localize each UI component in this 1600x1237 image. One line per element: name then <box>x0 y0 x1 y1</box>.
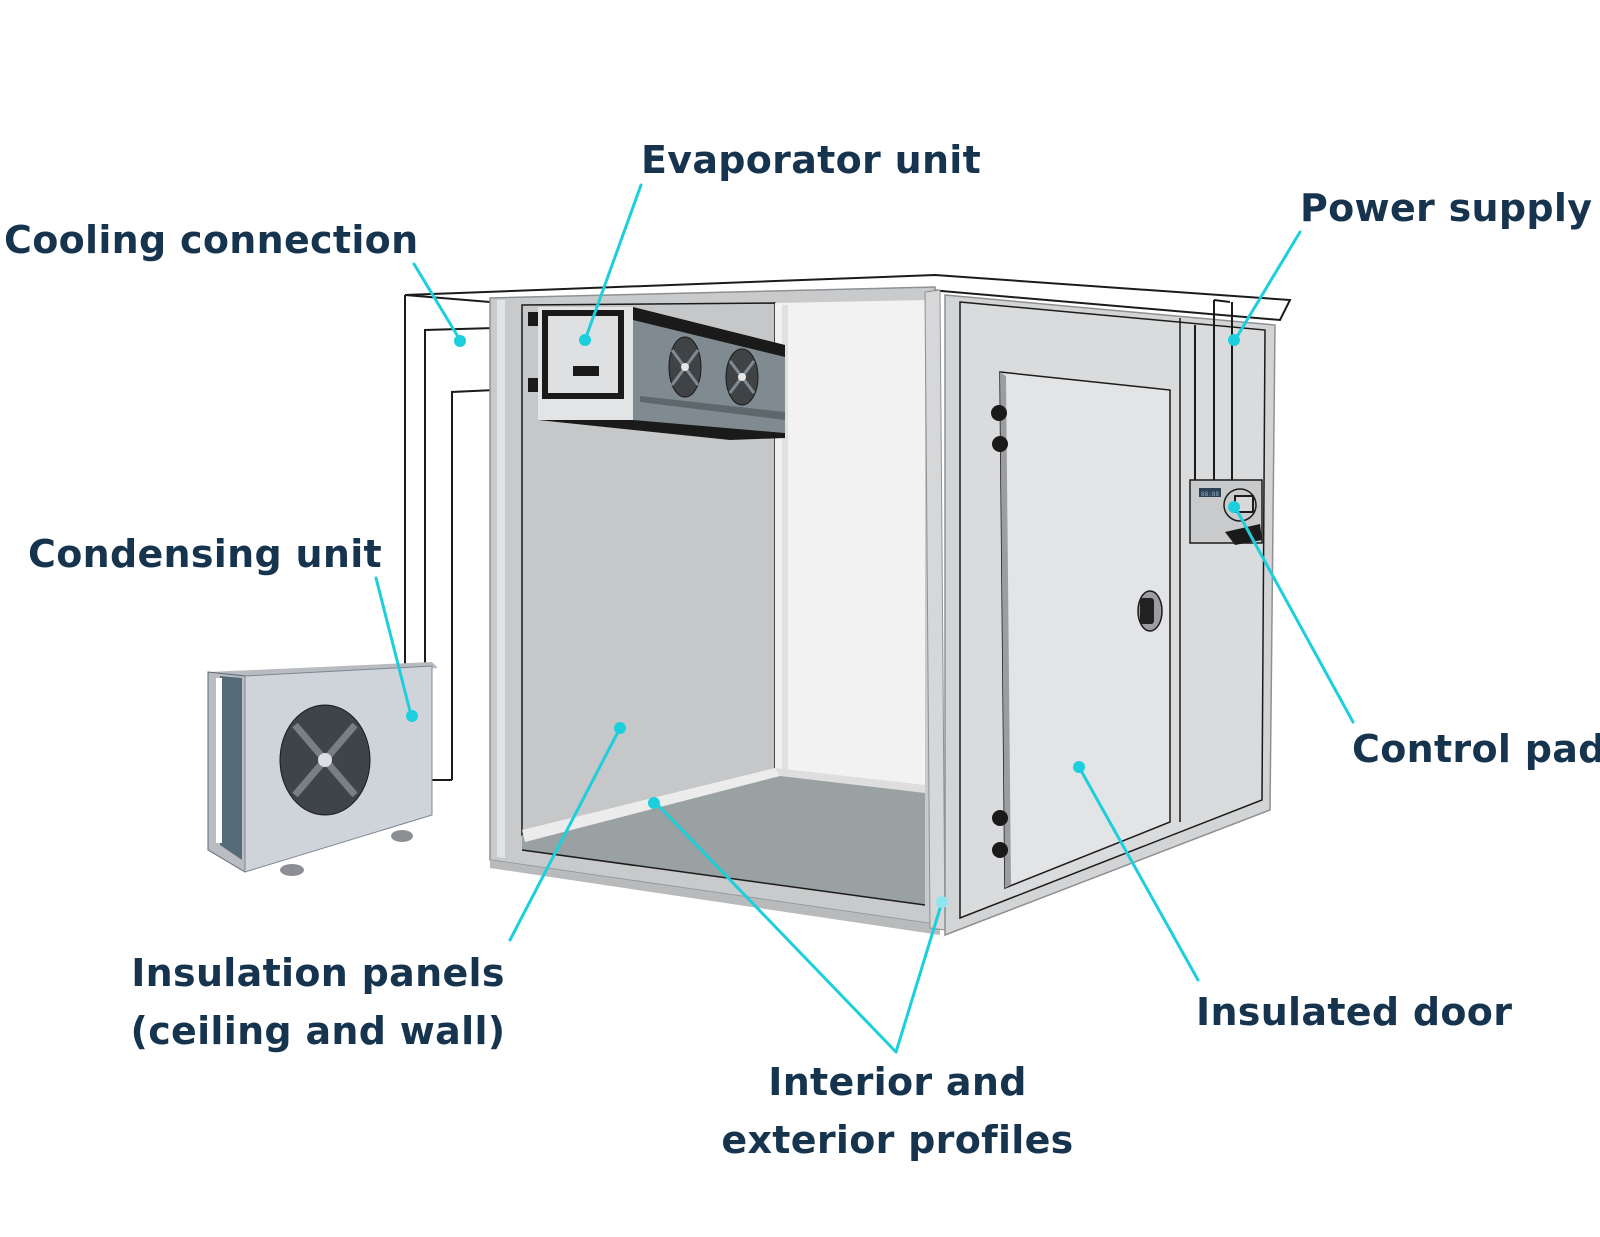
evaporator-fan-icon <box>668 336 702 398</box>
label-interior-exterior-profiles: Interior and exterior profiles <box>700 1053 1095 1169</box>
label-cooling-connection: Cooling connection <box>4 218 419 262</box>
leader-dot-control-pad <box>1228 501 1240 513</box>
label-evaporator-unit: Evaporator unit <box>641 138 982 182</box>
door-handle-icon <box>1137 590 1163 632</box>
leader-control-pad <box>1233 505 1355 724</box>
cold-room-body <box>489 286 946 935</box>
leader-dot-condensing-unit <box>406 710 418 722</box>
leader-insulated-door <box>1077 765 1200 982</box>
leader-dot-insulation-panels <box>614 722 626 734</box>
evaporator-unit <box>528 307 785 440</box>
label-insulation-panels: Insulation panels (ceiling and wall) <box>118 944 518 1060</box>
leader-dot-insulated-door <box>1073 761 1085 773</box>
leader-evaporator <box>583 183 643 342</box>
door-hinge <box>992 810 1008 826</box>
control-display: 88:88 <box>1201 491 1219 498</box>
label-insulated-door: Insulated door <box>1196 990 1513 1034</box>
leader-dot-cooling-connection <box>454 335 466 347</box>
condenser-fan-icon <box>279 704 371 816</box>
condensing-unit <box>207 662 438 876</box>
door-hinge <box>992 436 1008 452</box>
door-hinge <box>991 405 1007 421</box>
label-power-supply: Power supply <box>1300 186 1593 230</box>
label-condensing-unit: Condensing unit <box>28 532 382 576</box>
insulated-door <box>991 371 1171 890</box>
evaporator-fan-icon <box>725 348 759 406</box>
leader-lines <box>374 183 1355 1054</box>
door-hinge <box>992 842 1008 858</box>
leader-power-supply <box>1233 230 1302 342</box>
leader-cooling-connection <box>412 262 462 342</box>
leader-condensing-unit <box>374 576 413 717</box>
leader-insulation-panels <box>508 726 622 942</box>
leader-dot-evaporator <box>579 334 591 346</box>
leader-dot-profiles-exterior <box>936 896 948 908</box>
leader-profiles-interior <box>653 800 898 1054</box>
label-profiles-line1: Interior and <box>768 1060 1027 1104</box>
leader-dot-power-supply <box>1228 334 1240 346</box>
label-insulation-panels-line2: (ceiling and wall) <box>130 1009 506 1053</box>
label-control-pad: Control pad <box>1352 727 1600 771</box>
power-supply-cables <box>1194 299 1233 480</box>
label-insulation-panels-line1: Insulation panels <box>131 951 505 995</box>
leader-dot-profiles-interior <box>648 797 660 809</box>
leader-profiles-exterior <box>894 900 944 1054</box>
label-profiles-line2: exterior profiles <box>721 1118 1074 1162</box>
